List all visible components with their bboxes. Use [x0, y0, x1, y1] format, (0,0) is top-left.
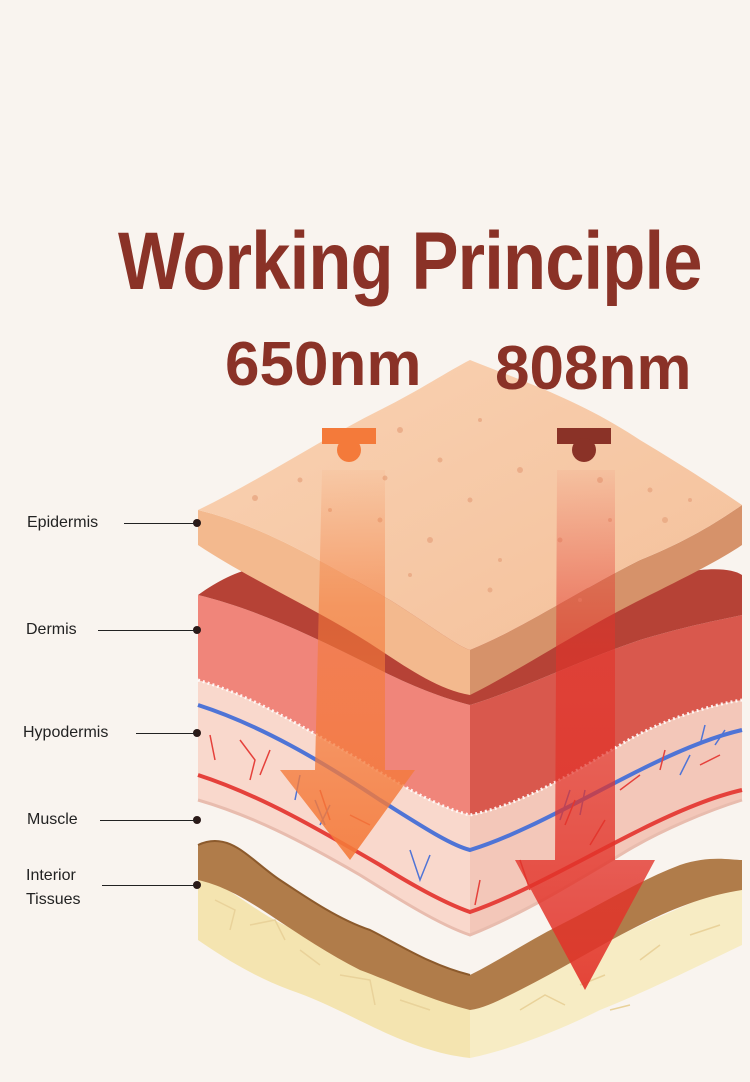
emitter-650nm — [322, 428, 376, 444]
leader-dot-hypodermis — [193, 729, 201, 737]
emitter-808nm-lens — [572, 438, 596, 462]
wavelength-808-label: 808nm — [495, 334, 692, 403]
interior-tissues-layer — [198, 875, 742, 1058]
leader-dot-interior — [193, 881, 201, 889]
leader-line-interior — [102, 885, 196, 886]
leader-dot-muscle — [193, 816, 201, 824]
leader-dots — [193, 519, 201, 889]
leader-dot-dermis — [193, 626, 201, 634]
beam-650nm — [280, 428, 415, 860]
label-dermis: Dermis — [26, 621, 77, 638]
label-epidermis: Epidermis — [27, 514, 99, 531]
emitter-808nm — [557, 428, 611, 444]
muscle-layer — [197, 839, 742, 1010]
label-muscle: Muscle — [27, 811, 78, 828]
leader-line-muscle — [100, 820, 196, 821]
wavelength-650-label: 650nm — [225, 330, 422, 399]
leader-dot-epidermis — [193, 519, 201, 527]
emitter-650nm-lens — [337, 438, 361, 462]
label-hypodermis: Hypodermis — [23, 724, 109, 741]
leader-line-hypodermis — [136, 733, 196, 734]
leader-line-dermis — [98, 630, 196, 631]
label-interior-line2: Tissues — [26, 891, 81, 908]
beam-808nm — [515, 428, 655, 990]
page-title: Working Principle — [118, 216, 702, 307]
leader-line-epidermis — [124, 523, 196, 524]
label-interior-line1: Interior — [26, 867, 76, 884]
